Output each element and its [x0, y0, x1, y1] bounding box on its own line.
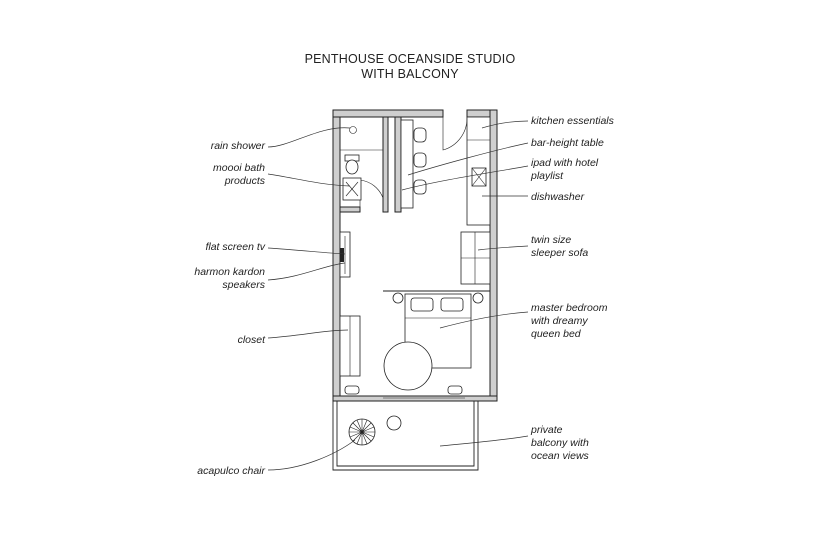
- bathroom: [339, 116, 389, 213]
- sink-icon: [342, 177, 362, 201]
- label-dishwasher: dishwasher: [531, 191, 585, 203]
- sleeper-sofa: [460, 231, 491, 285]
- acapulco-chair-icon: [348, 418, 376, 446]
- label-rain-shower: rain shower: [210, 140, 265, 152]
- plan-title-line-1: PENTHOUSE OCEANSIDE STUDIO: [304, 52, 516, 66]
- tv-wall-unit: [339, 231, 351, 278]
- label-speakers: harmon kardon speakers: [194, 266, 265, 291]
- bar-height-table: [394, 116, 468, 213]
- label-flat-screen-tv: flat screen tv: [205, 241, 265, 253]
- balcony: [332, 401, 479, 471]
- plan-title-line-2: WITH BALCONY: [361, 67, 459, 81]
- dishwasher-icon: [471, 167, 487, 187]
- round-rug: [383, 341, 433, 391]
- label-kitchen-essentials: kitchen essentials: [531, 115, 614, 127]
- planters: [344, 385, 463, 395]
- toilet-icon: [344, 154, 360, 175]
- label-master-bedroom: master bedroom with dreamy queen bed: [531, 302, 608, 340]
- rain-shower-icon: [349, 126, 357, 134]
- label-sleeper-sofa: twin size sleeper sofa: [531, 234, 589, 259]
- label-bar-height-table: bar-height table: [531, 137, 604, 149]
- label-ipad: ipad with hotel playlist: [531, 157, 599, 182]
- label-bath-products: moooi bath products: [213, 162, 265, 187]
- label-acapulco-chair: acapulco chair: [197, 465, 265, 477]
- closet: [339, 315, 361, 377]
- label-balcony: private balcony with ocean views: [531, 424, 589, 462]
- leader-lines: [267, 120, 529, 471]
- side-table-icon: [386, 415, 402, 431]
- kitchen: [466, 116, 491, 226]
- label-closet: closet: [237, 334, 265, 346]
